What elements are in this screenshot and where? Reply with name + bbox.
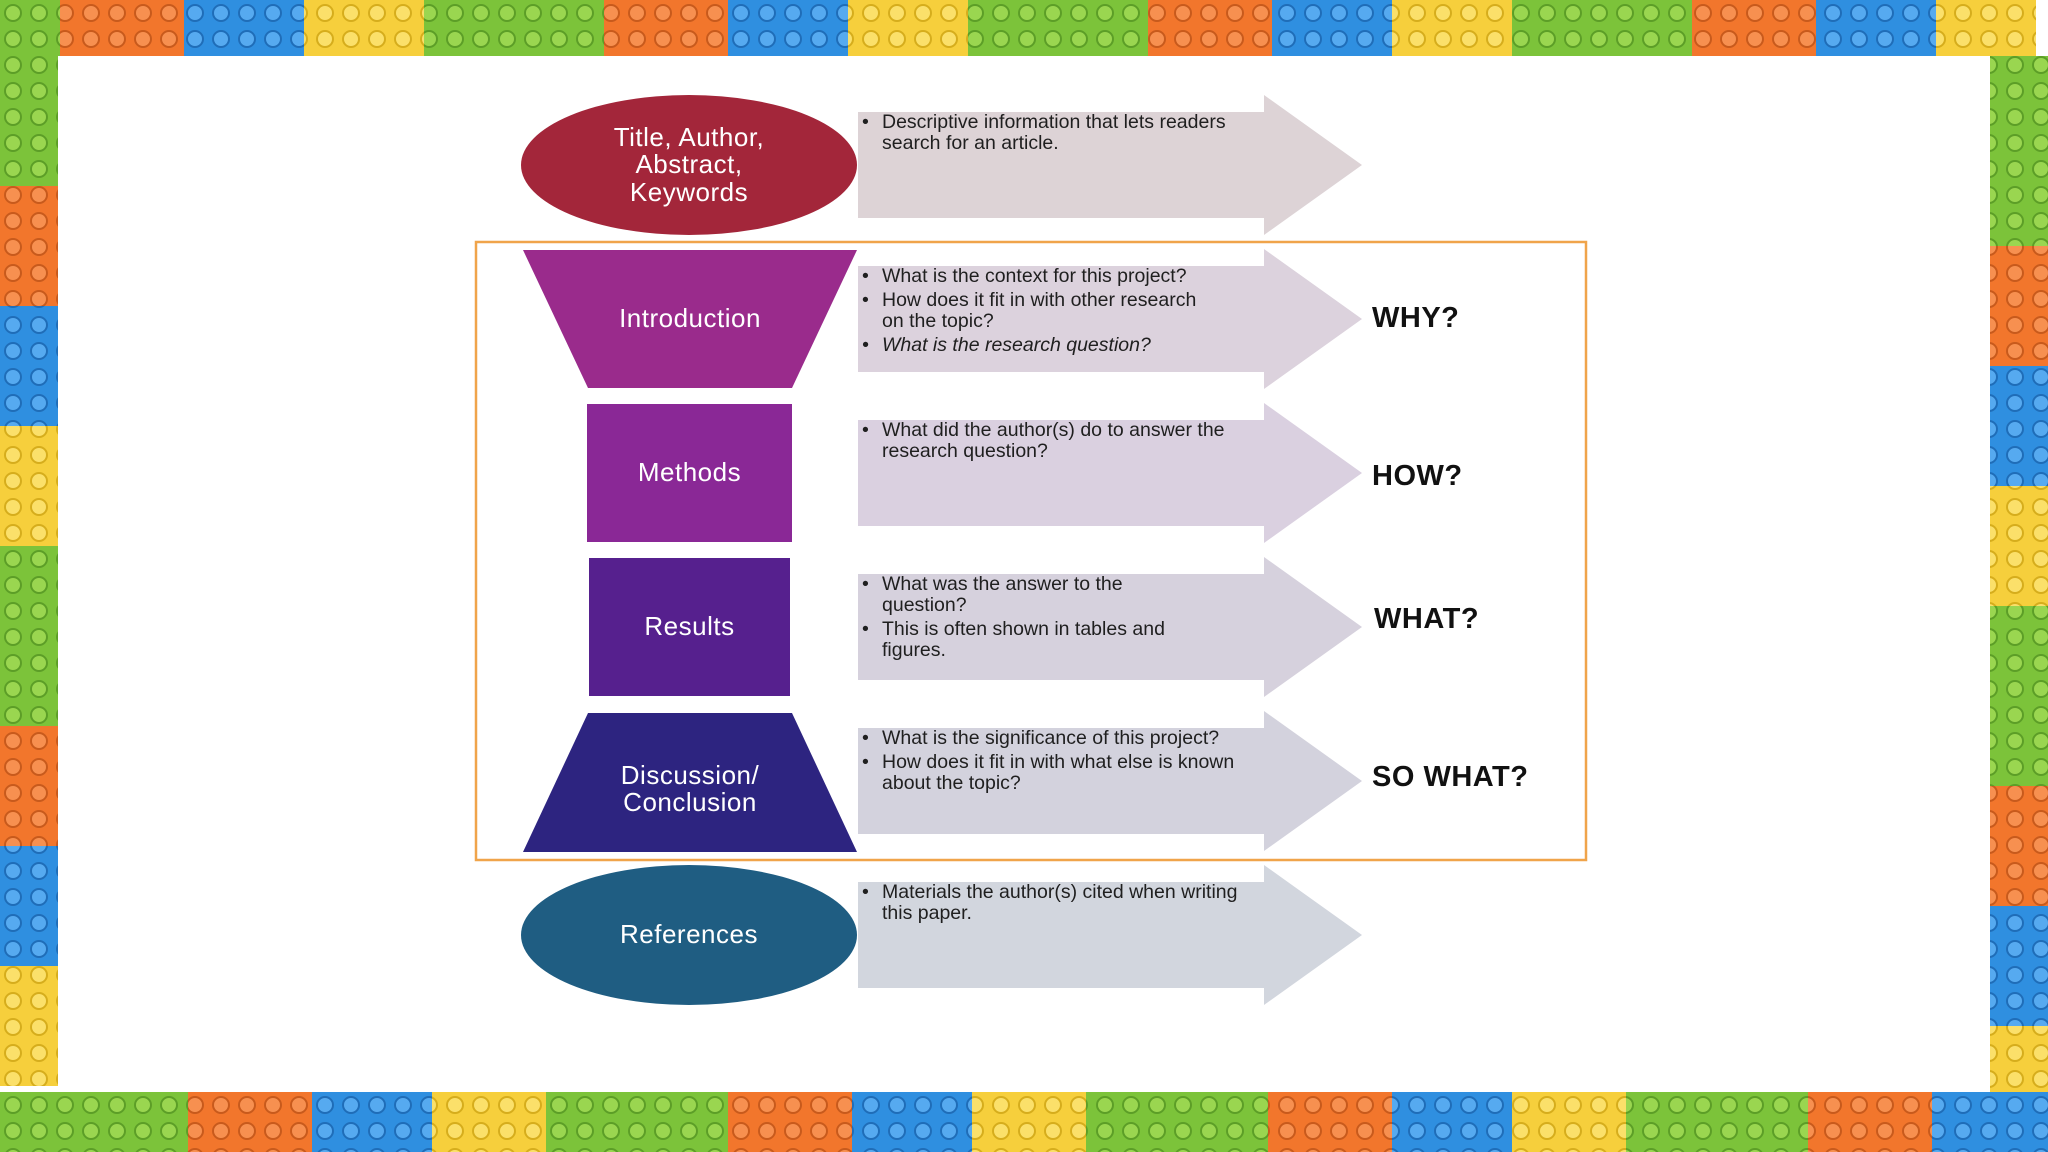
- methods-description: What did the author(s) do to answer the …: [860, 419, 1240, 465]
- lego-brick: [188, 1092, 312, 1152]
- lego-brick: [1990, 906, 2048, 1026]
- lego-brick: [1932, 1092, 2048, 1152]
- question-so-what: SO WHAT?: [1372, 761, 1529, 793]
- lego-brick: [0, 426, 58, 546]
- lego-brick: [424, 0, 604, 56]
- results-label: Results: [644, 611, 735, 642]
- bullet-item: What is the context for this project?: [860, 265, 1290, 287]
- discussion-label: Discussion/ Conclusion: [620, 759, 760, 817]
- references-description: Materials the author(s) cited when writi…: [860, 881, 1260, 927]
- lego-brick: [1392, 0, 1512, 56]
- lego-brick: [1936, 0, 2036, 56]
- lego-brick: [0, 186, 58, 306]
- lego-brick: [0, 966, 58, 1086]
- lego-brick: [972, 1092, 1086, 1152]
- discussion-funnel: [523, 713, 857, 852]
- lego-brick: [852, 1092, 972, 1152]
- discussion-description: What is the significance of this project…: [860, 727, 1260, 797]
- lego-brick: [312, 1092, 432, 1152]
- lego-brick: [432, 1092, 546, 1152]
- references-label: References: [620, 919, 758, 950]
- results-box: [589, 558, 790, 696]
- lego-brick: [0, 0, 60, 56]
- question-why: WHY?: [1372, 302, 1460, 334]
- title-label: Title, Author, Abstract, Keywords: [613, 122, 765, 207]
- lego-brick: [728, 1092, 852, 1152]
- lego-brick: [0, 846, 58, 966]
- lego-brick: [1990, 786, 2048, 906]
- methods-label: Methods: [637, 457, 742, 488]
- lego-brick: [0, 56, 58, 186]
- bullet-item: What is the significance of this project…: [860, 727, 1222, 749]
- bullet-item: What did the author(s) do to answer the …: [860, 419, 1240, 462]
- lego-brick: [1990, 486, 2048, 606]
- lego-brick: [1626, 1092, 1808, 1152]
- lego-brick: [1990, 246, 2048, 366]
- imrad-bracket-box: [474, 240, 1588, 862]
- introduction-label: Introduction: [619, 303, 761, 334]
- lego-brick: [968, 0, 1148, 56]
- bullet-item: Descriptive information that lets reader…: [860, 111, 1260, 154]
- introduction-description: What is the context for this project? Ho…: [860, 265, 1290, 359]
- title-description: Descriptive information that lets reader…: [860, 111, 1260, 157]
- lego-brick: [1990, 56, 2048, 246]
- lego-brick: [1990, 366, 2048, 486]
- question-how: HOW?: [1372, 460, 1463, 492]
- lego-brick: [0, 1092, 188, 1152]
- lego-brick: [1086, 1092, 1268, 1152]
- lego-brick: [1512, 1092, 1626, 1152]
- bullet-item: How does it fit in with other research o…: [860, 289, 1202, 332]
- lego-brick: [304, 0, 424, 56]
- lego-brick: [184, 0, 304, 56]
- question-what: WHAT?: [1374, 603, 1480, 635]
- bullet-item: How does it fit in with what else is kno…: [860, 751, 1282, 794]
- lego-brick: [60, 0, 184, 56]
- methods-box: [587, 404, 792, 542]
- lego-brick: [1148, 0, 1272, 56]
- lego-brick: [1392, 1092, 1512, 1152]
- bullet-item: Materials the author(s) cited when writi…: [860, 881, 1260, 924]
- introduction-funnel: [523, 250, 857, 388]
- bullet-item: What was the answer to the question?: [860, 573, 1192, 616]
- lego-brick: [1990, 1026, 2048, 1092]
- lego-brick: [728, 0, 848, 56]
- lego-brick: [1808, 1092, 1932, 1152]
- lego-brick: [848, 0, 968, 56]
- lego-brick: [1692, 0, 1816, 56]
- title-oval: [521, 95, 857, 235]
- lego-brick: [0, 726, 58, 846]
- lego-brick: [0, 546, 58, 726]
- bullet-item: What is the research question?: [860, 335, 1290, 357]
- lego-brick: [1512, 0, 1692, 56]
- lego-brick: [1272, 0, 1392, 56]
- lego-brick: [1268, 1092, 1392, 1152]
- lego-brick: [604, 0, 728, 56]
- lego-brick: [1990, 606, 2048, 786]
- lego-brick: [1816, 0, 1936, 56]
- results-description: What was the answer to the question? Thi…: [860, 573, 1192, 664]
- bullet-item: This is often shown in tables and figure…: [860, 619, 1190, 661]
- references-oval: [521, 865, 857, 1005]
- lego-brick: [0, 306, 58, 426]
- lego-brick: [546, 1092, 728, 1152]
